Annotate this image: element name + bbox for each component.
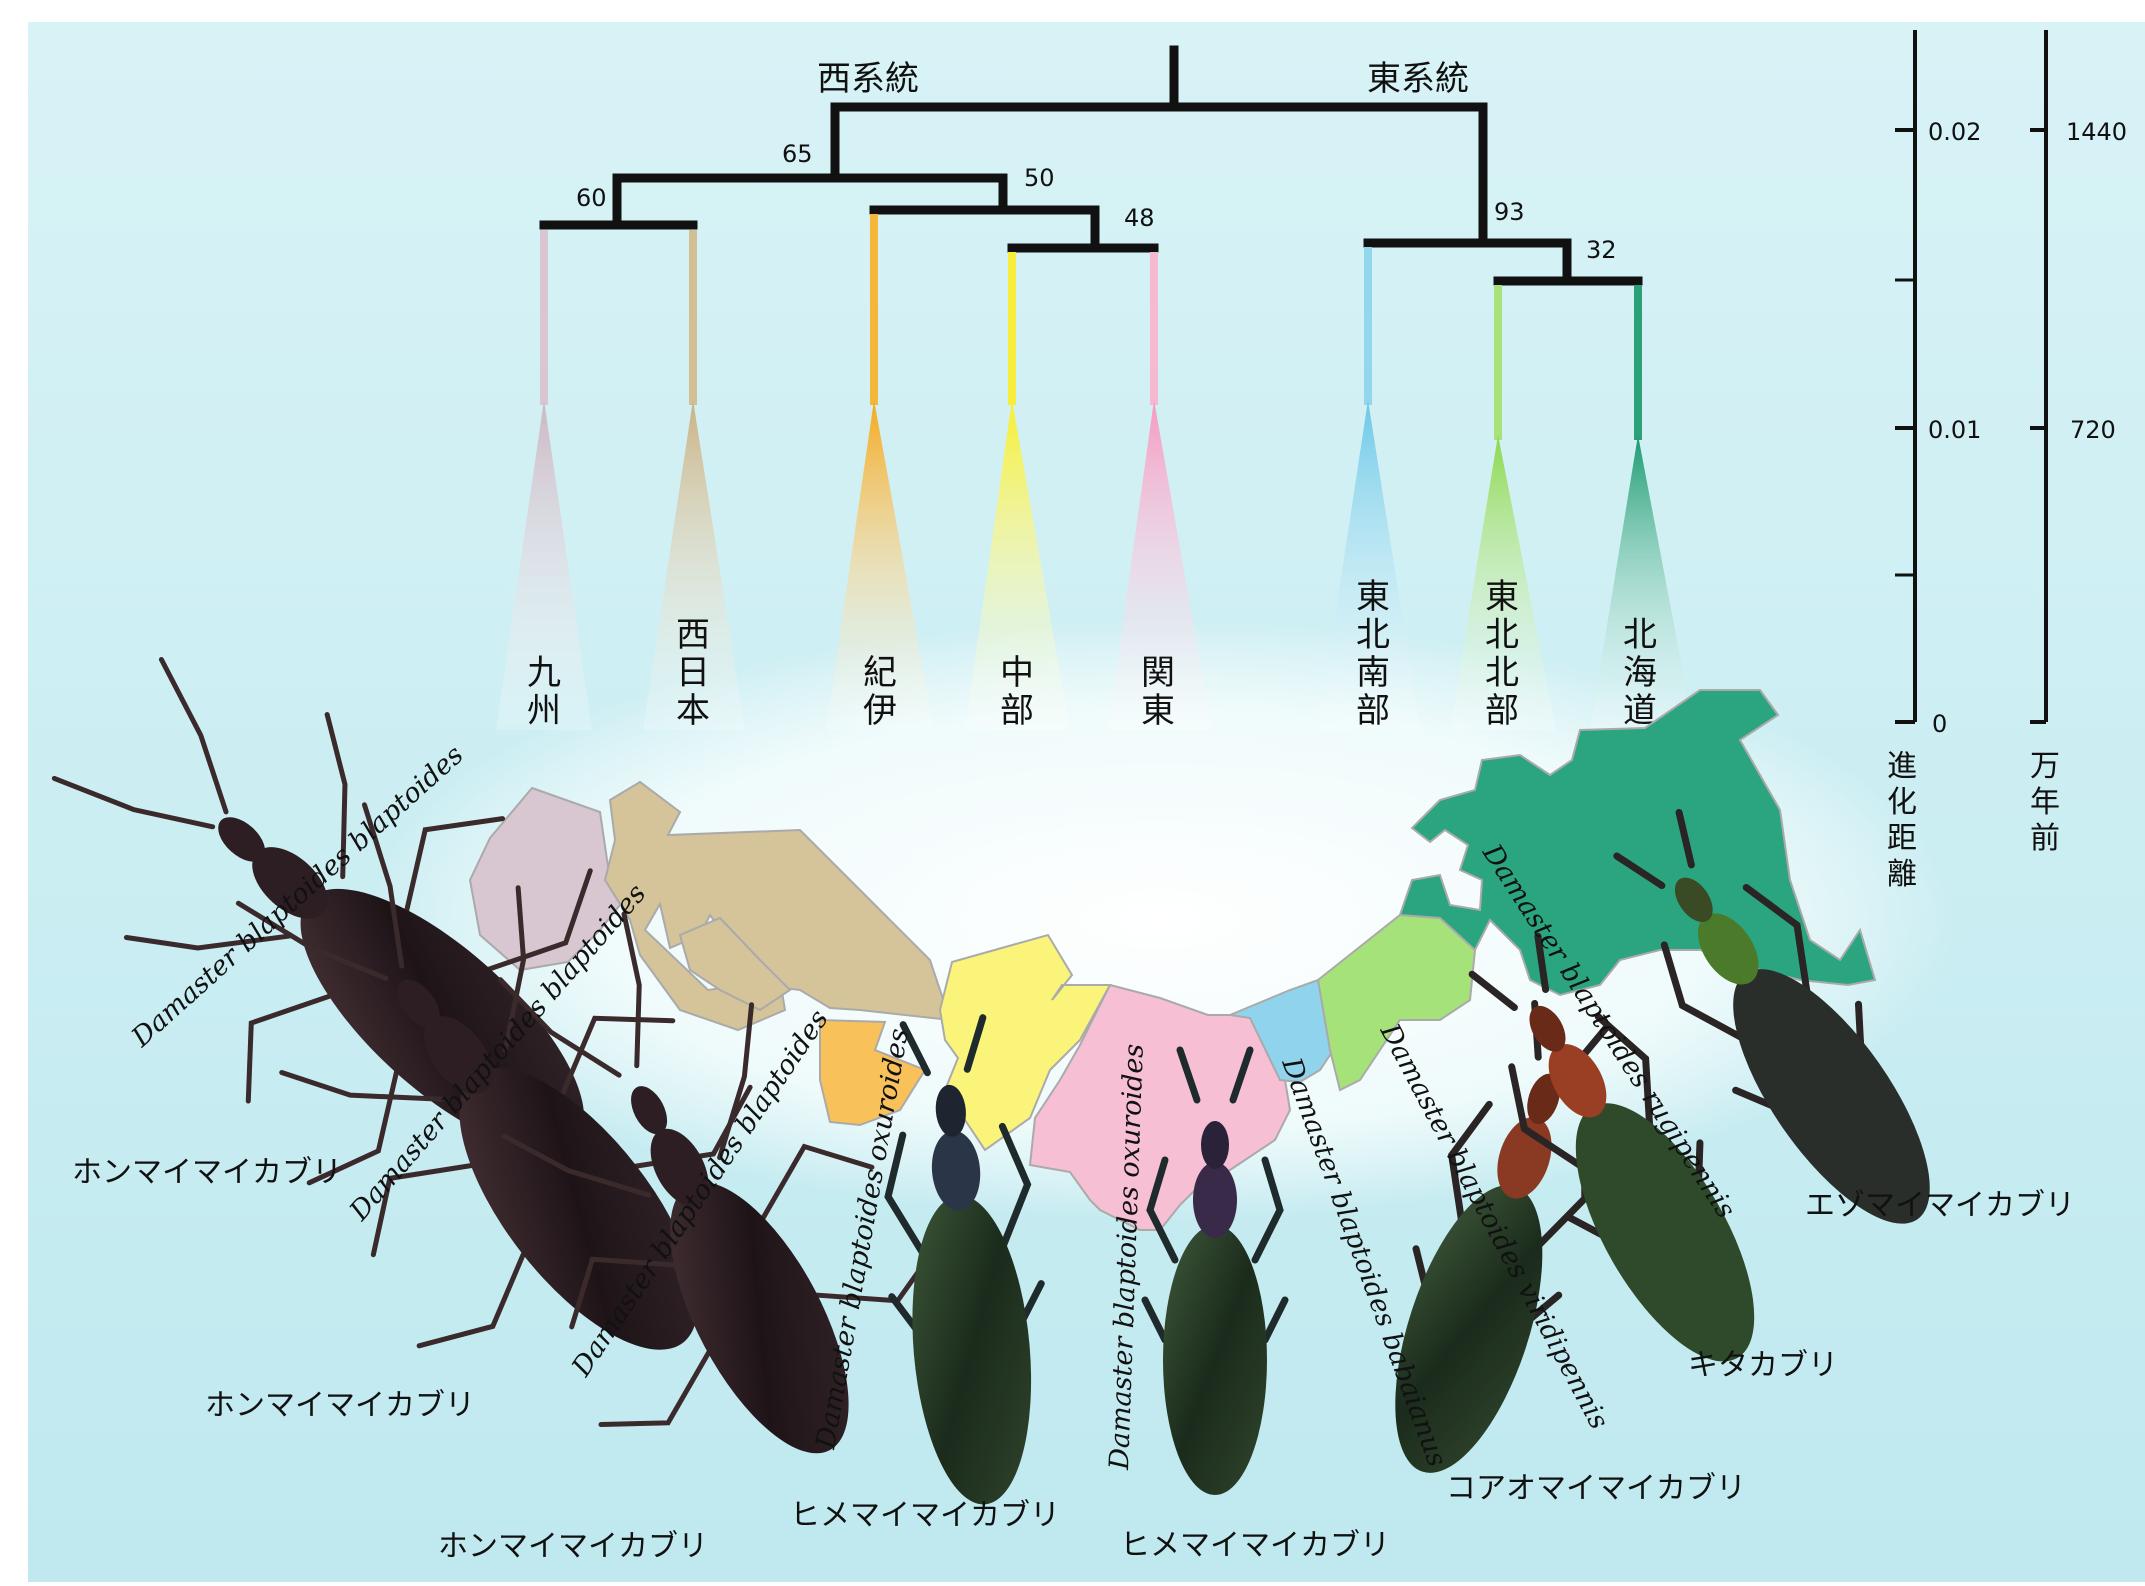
clade-hokkaido-char-1: 北 (1623, 615, 1657, 655)
clade-nishinihon-char-2: 日 (676, 653, 710, 693)
time-label-char-2: 年 (2030, 785, 2060, 820)
common-name-8: エゾマイマイカブリ (1805, 1188, 2075, 1223)
lineage-east-label: 東系統 (1367, 59, 1469, 99)
common-name-3: ホンマイマイカブリ (438, 1529, 708, 1564)
clade-nishinihon-char-1: 西 (676, 615, 710, 655)
common-name-6: コアオマイマイカブリ (1446, 1471, 1746, 1506)
clade-kanto-char-1: 関 (1141, 653, 1175, 693)
clade-tohoku-north-char-2: 北 (1485, 615, 1519, 655)
distance-label-char-3: 距 (1887, 821, 1917, 856)
clade-kanto-char-2: 東 (1141, 691, 1175, 731)
clade-kii-char-1: 紀 (863, 653, 897, 693)
time-label-char-3: 前 (2030, 821, 2060, 856)
bootstrap-kyushu-nishinihon: 60 (576, 184, 607, 212)
clade-tohoku-north-char-4: 部 (1485, 691, 1519, 731)
clade-tohoku-north-char-3: 北 (1485, 653, 1519, 693)
clade-nishinihon-char-3: 本 (676, 691, 710, 731)
common-name-4: ヒメマイマイカブリ (790, 1498, 1060, 1533)
clade-chubu-char-1: 中 (1000, 653, 1034, 693)
time-tick-label-1440: 1440 (2066, 118, 2127, 146)
bootstrap-chubu-kanto: 48 (1124, 204, 1155, 232)
distance-tick-label-0: 0 (1932, 710, 1947, 738)
common-name-7: キタカブリ (1688, 1348, 1838, 1383)
clade-tohoku-south-char-4: 部 (1356, 691, 1390, 731)
clade-kii-char-2: 伊 (863, 691, 897, 731)
distance-tick-label-002: 0.02 (1928, 118, 1981, 146)
clade-tohoku-north-char-1: 東 (1485, 577, 1519, 617)
bootstrap-kii: 50 (1024, 164, 1055, 192)
bootstrap-west: 65 (782, 140, 813, 168)
clade-tohoku-south-char-3: 南 (1356, 653, 1390, 693)
lineage-west-label: 西系統 (817, 59, 919, 99)
bootstrap-tohoku-hokkaido: 32 (1586, 236, 1617, 264)
common-name-5: ヒメマイマイカブリ (1120, 1528, 1390, 1563)
common-name-2: ホンマイマイカブリ (205, 1388, 475, 1423)
distance-tick-label-001: 0.01 (1928, 416, 1981, 444)
time-label-char-1: 万 (2030, 749, 2060, 784)
clade-kyushu-char-2: 州 (527, 691, 561, 731)
distance-label-char-2: 化 (1887, 785, 1917, 820)
clade-hokkaido-char-2: 海 (1623, 653, 1657, 693)
clade-kyushu-char-1: 九 (527, 653, 561, 693)
clade-tohoku-south-char-1: 東 (1356, 577, 1390, 617)
distance-label-char-1: 進 (1887, 749, 1917, 784)
time-tick-label-720: 720 (2070, 416, 2116, 444)
clade-chubu-char-2: 部 (1000, 691, 1034, 731)
distance-label-char-4: 離 (1887, 857, 1917, 892)
bootstrap-east: 93 (1494, 198, 1525, 226)
common-name-1: ホンマイマイカブリ (72, 1155, 342, 1190)
clade-tohoku-south-char-2: 北 (1356, 615, 1390, 655)
